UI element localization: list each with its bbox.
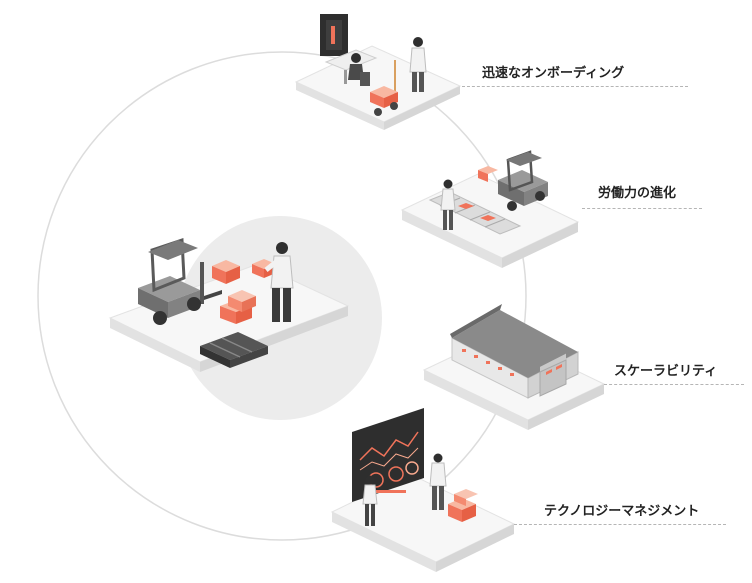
label-technology-underline [514, 524, 726, 525]
onboarding-scene [294, 14, 462, 130]
label-scalability-underline [604, 384, 744, 385]
technology-scene [330, 408, 516, 572]
label-onboarding: 迅速なオンボーディング [482, 66, 625, 81]
label-workforce: 労働力の進化 [598, 186, 677, 201]
worker-icon [264, 242, 294, 322]
monitor-icon [320, 14, 348, 56]
pallet-icon [200, 332, 268, 368]
workforce-scene [400, 150, 580, 268]
label-workforce-underline [582, 208, 702, 209]
scalability-scene [422, 304, 606, 430]
label-scalability: スケーラビリティ [614, 364, 718, 379]
label-onboarding-underline [462, 86, 688, 87]
label-technology: テクノロジーマネジメント [544, 504, 700, 519]
box-icon [220, 290, 256, 324]
forklift-icon [138, 237, 240, 325]
hub-scene [108, 237, 350, 372]
warehouse-icon [450, 304, 579, 399]
outer-ring [37, 51, 527, 541]
